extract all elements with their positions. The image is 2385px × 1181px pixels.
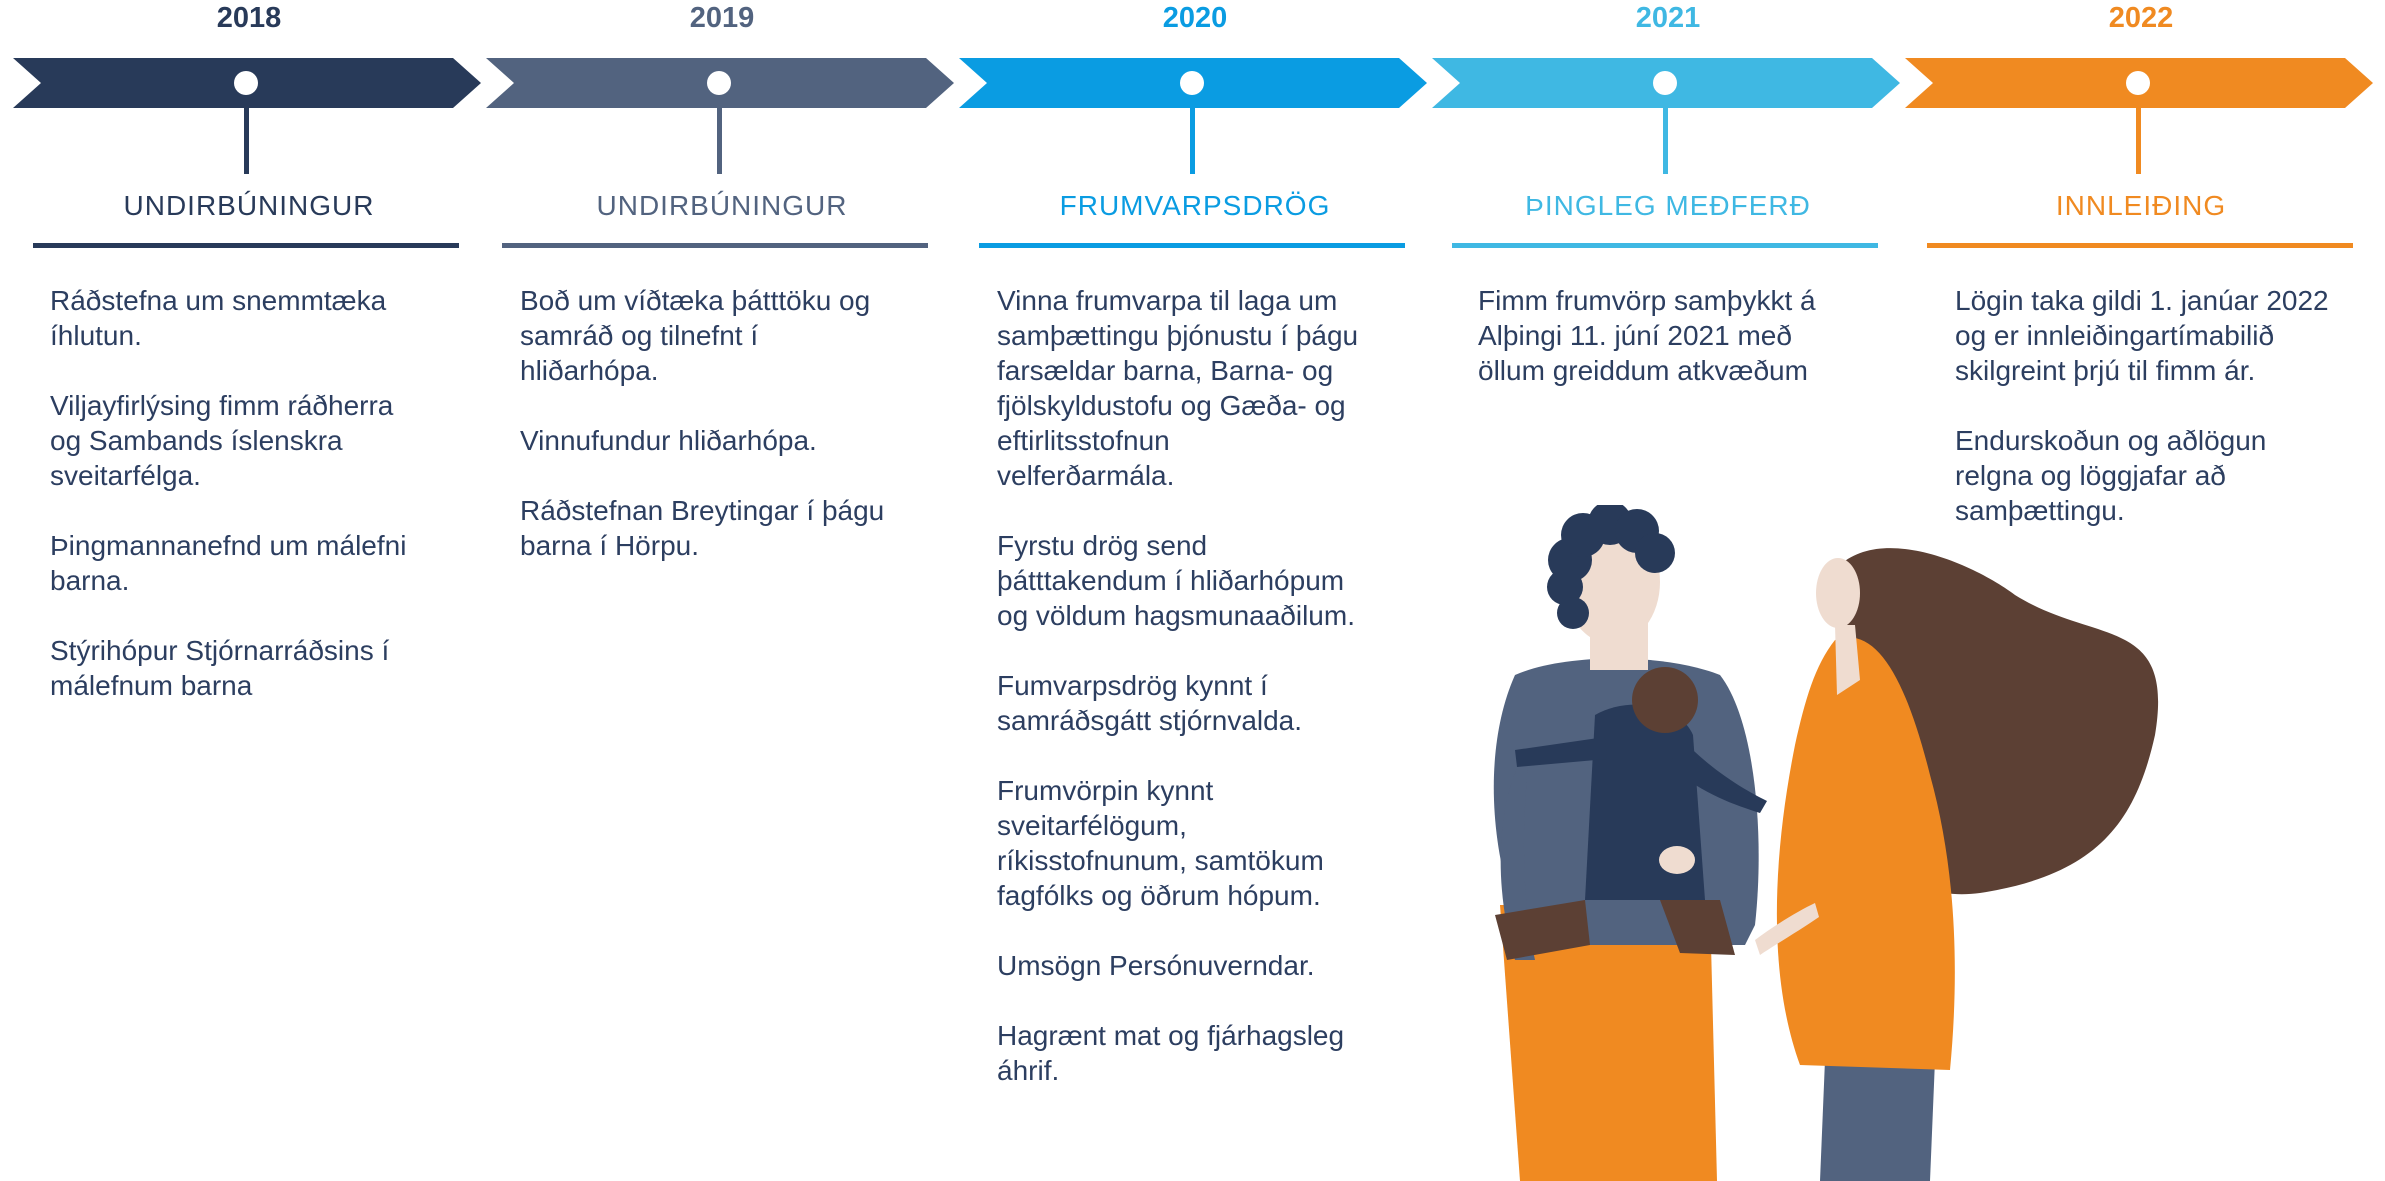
woman-face <box>1816 558 1860 628</box>
timeline-dot <box>1180 71 1204 95</box>
timeline-dot <box>2126 71 2150 95</box>
child-leg-right <box>1660 900 1735 955</box>
man-hand <box>1659 846 1695 874</box>
list-item: Fimm frumvörp samþykkt á Alþingi 11. jún… <box>1478 285 1816 386</box>
man-legs <box>1500 905 1717 1181</box>
phase-label: UNDIRBÚNINGUR <box>123 190 375 221</box>
list-item: Stýrihópur Stjórnarráðsins í málefnum ba… <box>50 635 390 701</box>
list-item: Lögin taka gildi 1. janúar 2022 og er in… <box>1955 285 2329 386</box>
man-hair <box>1547 505 1675 629</box>
timeline-column-2022: 2022 INNLEIÐING Lögin taka gildi 1. janú… <box>1905 0 2377 1181</box>
phase-label: INNLEIÐING <box>2055 190 2227 221</box>
list-item: Endurskoðun og aðlögun relgna og löggjaf… <box>1955 425 2267 526</box>
list-item: Ráðstefna um snemmtæka íhlutun. <box>50 285 387 351</box>
item-list: Boð um víðtæka þátttöku og samráð og til… <box>520 283 940 598</box>
item-list: Ráðstefna um snemmtæka íhlutun. Viljayfi… <box>50 283 470 738</box>
timeline-stem <box>717 95 722 174</box>
timeline-column-2018: 2018 UNDIRBÚNINGUR Ráðstefna um snemmtæk… <box>13 0 485 1181</box>
phase-underline <box>33 243 459 248</box>
list-item: Viljayfirlýsing fimm ráðherra og Samband… <box>50 390 394 491</box>
child-head <box>1632 667 1698 733</box>
timeline-stem <box>1663 95 1668 174</box>
timeline-stem <box>2136 95 2141 174</box>
list-item: Vinnufundur hliðarhópa. <box>520 425 817 456</box>
item-list: Lögin taka gildi 1. janúar 2022 og er in… <box>1955 283 2375 563</box>
list-item: Fyrstu drög send þátttakendum í hliðarhó… <box>997 530 1355 631</box>
phase-underline <box>502 243 928 248</box>
timeline-dot <box>1653 71 1677 95</box>
man-arm <box>1500 745 1535 960</box>
timeline-dot <box>234 71 258 95</box>
list-item: Frumvörpin kynnt sveitarfélögum, ríkisst… <box>997 775 1324 911</box>
list-item: Boð um víðtæka þátttöku og samráð og til… <box>520 285 871 386</box>
timeline-stem <box>1190 95 1195 174</box>
item-list: Vinna frumvarpa til laga um samþættingu … <box>997 283 1427 1123</box>
woman-coat <box>1776 637 1955 1070</box>
child-arm-right <box>1670 737 1767 813</box>
list-item: Vinna frumvarpa til laga um samþættingu … <box>997 285 1359 491</box>
year-label: 2022 <box>2108 2 2174 34</box>
list-item: Umsögn Persónuverndar. <box>997 950 1315 981</box>
phase-label: FRUMVARPSDRÖG <box>1059 190 1331 221</box>
year-label: 2021 <box>1635 2 1701 34</box>
woman-neck <box>1835 625 1860 695</box>
timeline-dot <box>707 71 731 95</box>
list-item: Ráðstefnan Breytingar í þágu barna í Hör… <box>520 495 885 561</box>
phase-underline <box>1452 243 1878 248</box>
list-item: Fumvarpsdrög kynnt í samráðsgátt stjórnv… <box>997 670 1303 736</box>
phase-underline <box>979 243 1405 248</box>
timeline-stem <box>244 95 249 174</box>
list-item: Þingmannanefnd um málefni barna. <box>50 530 407 596</box>
year-label: 2020 <box>1162 2 1228 34</box>
year-label: 2018 <box>216 2 282 34</box>
list-item: Hagrænt mat og fjárhagsleg áhrif. <box>997 1020 1345 1086</box>
year-label: 2019 <box>689 2 755 34</box>
timeline-column-2019: 2019 UNDIRBÚNINGUR Boð um víðtæka þátttö… <box>486 0 958 1181</box>
phase-underline <box>1927 243 2353 248</box>
child-legs <box>1495 900 1590 960</box>
holding-hands <box>1755 903 1819 955</box>
timeline-column-2020: 2020 FRUMVARPSDRÖG Vinna frumvarpa til l… <box>959 0 1431 1181</box>
phase-label: UNDIRBÚNINGUR <box>596 190 848 221</box>
timeline-column-2021: 2021 ÞINGLEG MEÐFERÐ Fimm frumvörp samþy… <box>1432 0 1904 1181</box>
family-illustration <box>1493 505 2159 1181</box>
woman-legs <box>1820 1060 1935 1181</box>
phase-label: ÞINGLEG MEÐFERÐ <box>1525 190 1811 221</box>
item-list: Fimm frumvörp samþykkt á Alþingi 11. jún… <box>1478 283 1898 423</box>
child-arms <box>1515 737 1607 767</box>
